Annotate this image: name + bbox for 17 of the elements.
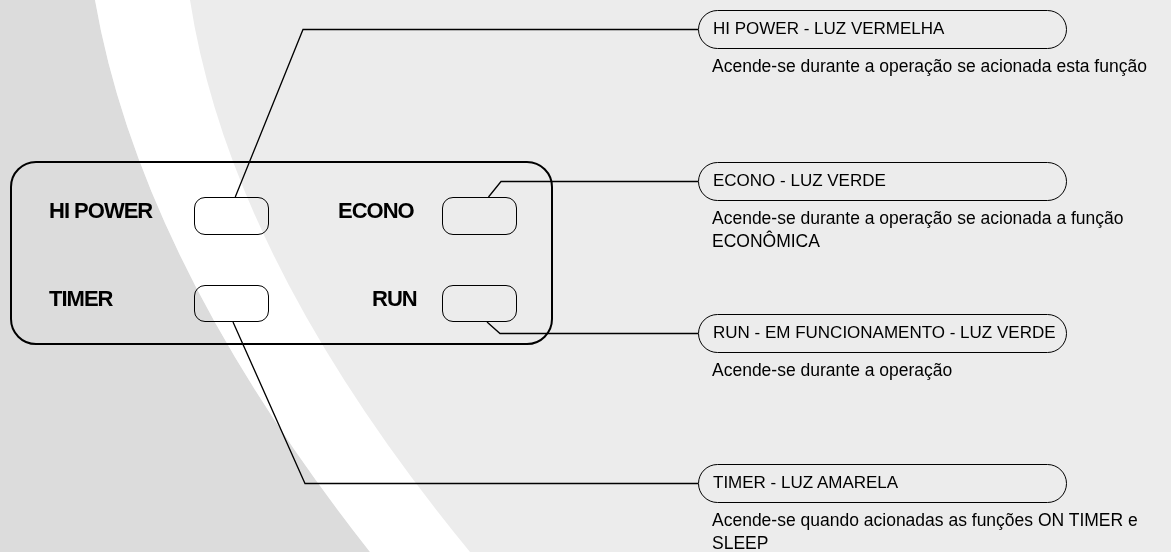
indicator-lamp	[442, 285, 517, 322]
description-text: Acende-se quando acionadas as funções ON TIMER e SLEEP	[712, 509, 1139, 552]
description-text: Acende-se durante a operação se acionada esta função	[712, 55, 1148, 78]
leader-line	[232, 321, 699, 485]
leader-line	[486, 321, 699, 335]
indicator-lamp	[442, 197, 517, 235]
indicator-label: HI POWER	[49, 198, 153, 224]
description-text: Acende-se durante a operação se acionada a função ECONÔMICA	[712, 207, 1125, 253]
indicator-lamp	[194, 197, 269, 235]
description-text: Acende-se durante a operação	[712, 359, 954, 382]
leader-line	[487, 180, 699, 198]
indicator-label: TIMER	[49, 286, 113, 312]
control-panel	[10, 161, 553, 345]
indicator-label: RUN	[372, 286, 417, 312]
indicator-label: ECONO	[338, 198, 414, 224]
leader-line	[234, 28, 699, 198]
indicator-lamp	[194, 285, 269, 322]
